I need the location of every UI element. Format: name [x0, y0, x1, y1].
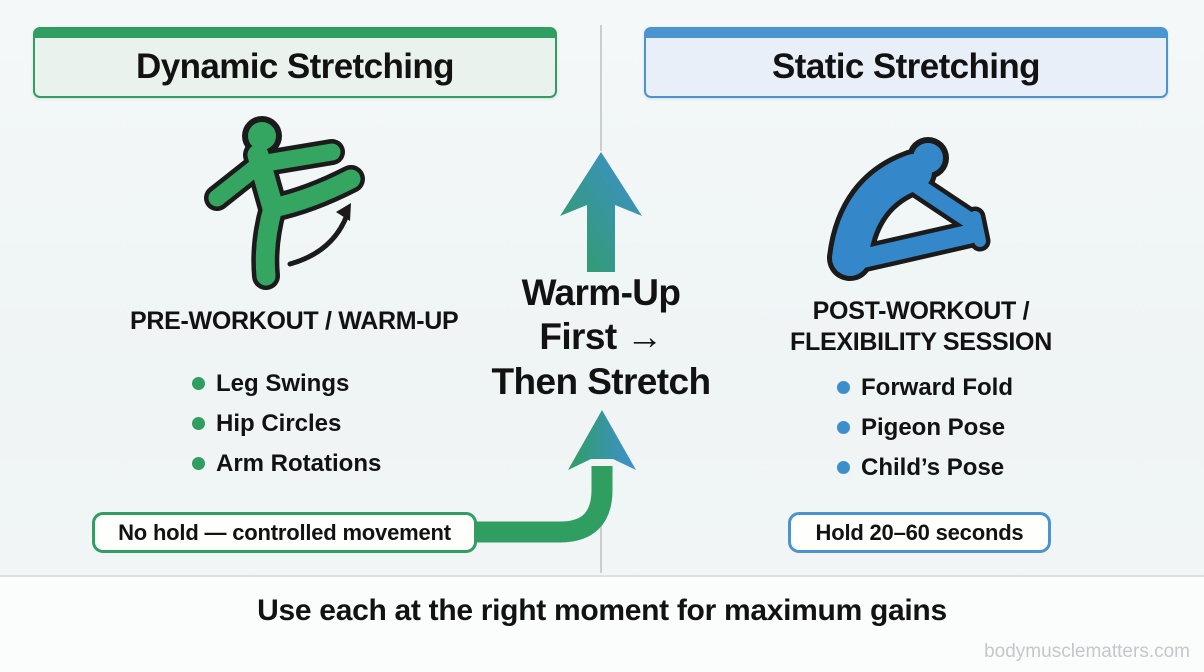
- list-item: Hip Circles: [192, 410, 381, 437]
- list-item: Pigeon Pose: [837, 414, 1013, 441]
- swing-motion-arrow-icon: [287, 203, 351, 267]
- dynamic-stretching-title: Dynamic Stretching: [136, 46, 454, 86]
- seated-forward-fold-figure-icon: [827, 137, 991, 281]
- blue-bullet-icon: [837, 381, 850, 394]
- dynamic-stretch-list: Leg Swings Hip Circles Arm Rotations: [192, 370, 381, 490]
- list-item-label: Arm Rotations: [216, 449, 382, 477]
- vertical-divider-top: [600, 25, 602, 151]
- static-stretching-title: Static Stretching: [772, 46, 1041, 86]
- static-note-pill: Hold 20–60 seconds: [788, 512, 1051, 553]
- green-accent-bar: [35, 29, 555, 38]
- green-bullet-icon: [192, 377, 205, 390]
- curved-arrow-icon: [476, 410, 636, 543]
- list-item-label: Hip Circles: [216, 409, 342, 437]
- list-item: Arm Rotations: [192, 450, 381, 477]
- static-note-text: Hold 20–60 seconds: [815, 519, 1024, 545]
- pre-workout-heading: PRE-WORKOUT / WARM-UP: [130, 307, 459, 335]
- center-message-line1: Warm-Up: [521, 272, 681, 313]
- center-message-line3: Then Stretch: [491, 360, 712, 402]
- list-item: Child’s Pose: [837, 454, 1013, 481]
- horizontal-divider: [0, 575, 1204, 577]
- tagline: Use each at the right moment for maximum…: [257, 594, 947, 627]
- footer-band: [0, 577, 1204, 672]
- list-item: Forward Fold: [837, 374, 1013, 401]
- green-bullet-icon: [192, 417, 205, 430]
- blue-accent-bar: [646, 29, 1166, 38]
- dynamic-stretching-header: Dynamic Stretching: [33, 27, 557, 98]
- watermark: bodymusclematters.com: [984, 641, 1190, 662]
- static-stretching-header: Static Stretching: [644, 27, 1168, 98]
- green-bullet-icon: [192, 457, 205, 470]
- center-message: Warm-Up First → Then Stretch: [451, 271, 751, 404]
- list-item-label: Child’s Pose: [861, 453, 1005, 481]
- dynamic-note-pill: No hold — controlled movement: [92, 512, 477, 553]
- blue-bullet-icon: [837, 461, 850, 474]
- post-workout-heading: POST-WORKOUT / FLEXIBILITY SESSION: [773, 296, 1069, 357]
- post-workout-heading-line2: FLEXIBILITY SESSION: [790, 327, 1052, 356]
- list-item-label: Forward Fold: [861, 373, 1013, 401]
- dynamic-note-text: No hold — controlled movement: [118, 519, 451, 545]
- blue-bullet-icon: [837, 421, 850, 434]
- list-item-label: Pigeon Pose: [861, 413, 1006, 441]
- list-item-label: Leg Swings: [216, 369, 350, 397]
- post-workout-heading-line1: POST-WORKOUT /: [812, 297, 1030, 325]
- static-stretch-list: Forward Fold Pigeon Pose Child’s Pose: [837, 374, 1013, 494]
- up-arrow-icon: [560, 152, 642, 272]
- list-item: Leg Swings: [192, 370, 381, 397]
- leg-swing-figure-icon: [204, 116, 365, 290]
- center-message-line2: First →: [539, 316, 663, 358]
